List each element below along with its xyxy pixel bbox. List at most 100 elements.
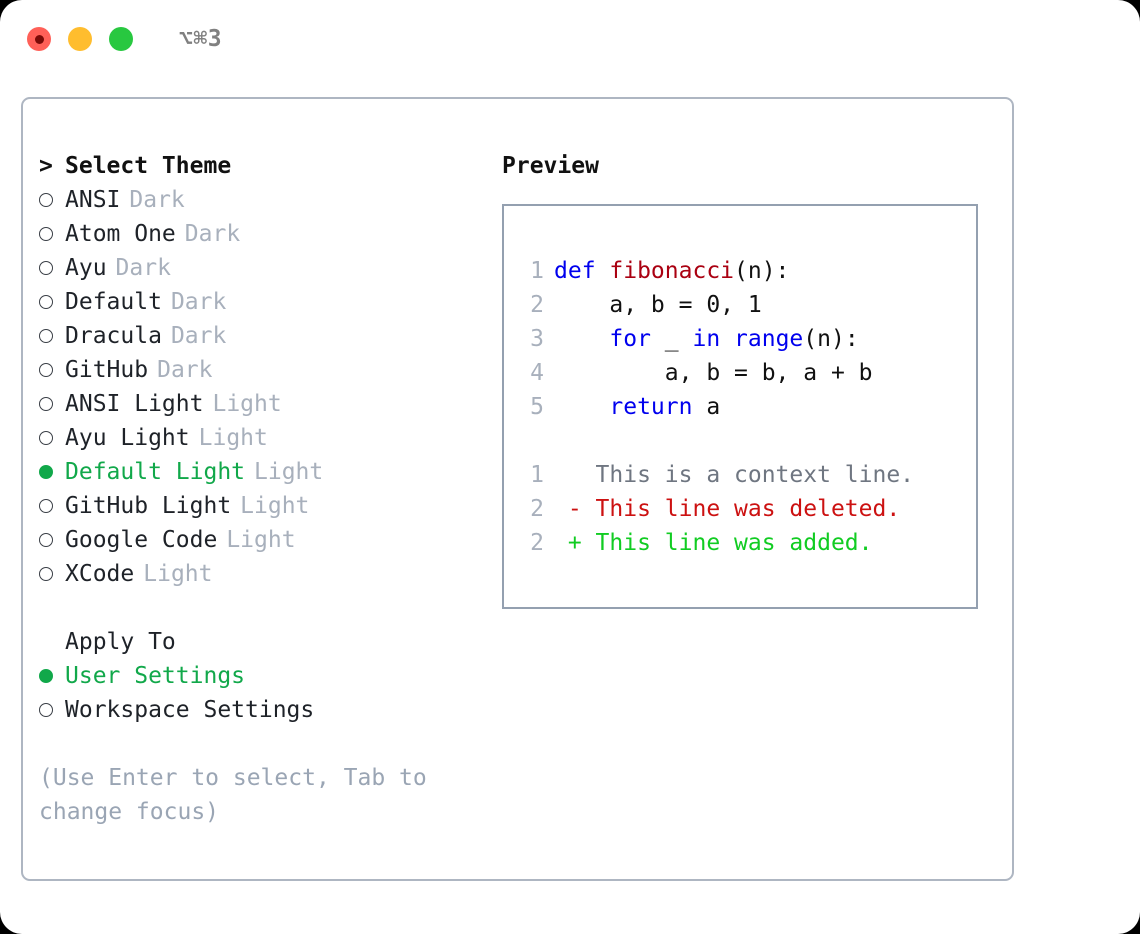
radio-dot-icon (39, 464, 53, 479)
radio-unselected-icon (39, 427, 65, 450)
code-token-text (554, 394, 609, 420)
apply-to-item-name: User Settings (65, 663, 246, 689)
radio-dot-icon (39, 566, 53, 581)
theme-item-name: Google Code (65, 527, 218, 553)
line-number: 1 (530, 258, 544, 284)
line-number: 2 (530, 292, 544, 318)
radio-dot-icon (39, 362, 53, 377)
radio-dot-icon (39, 668, 53, 683)
theme-item-name: XCode (65, 561, 135, 587)
radio-selected-icon (39, 665, 65, 688)
line-number: 4 (530, 360, 544, 386)
code-line: 5 return a (516, 390, 976, 424)
apply-to-item-name: Workspace Settings (65, 697, 315, 723)
diff-sample: 1 This is a context line.2 - This line w… (516, 458, 976, 560)
radio-dot-icon (39, 532, 53, 547)
radio-unselected-icon (39, 529, 65, 552)
theme-item-name: ANSI Light (65, 391, 204, 417)
code-token-del: - This line was deleted. (554, 496, 901, 522)
radio-dot-icon (39, 192, 53, 207)
theme-item-variant-tag: Light (240, 493, 310, 519)
line-number: 3 (530, 326, 544, 352)
theme-item-variant-tag: Dark (170, 289, 227, 315)
line-number: 1 (530, 462, 544, 488)
theme-item-ayu-light[interactable]: Ayu Light Light (39, 421, 499, 455)
radio-dot-icon (39, 498, 53, 513)
apply-to-item-user-settings[interactable]: User Settings (39, 659, 499, 693)
code-token-kw: return (609, 394, 693, 420)
preview-title: Preview (502, 153, 599, 179)
radio-selected-icon (39, 461, 65, 484)
code-line: 3 for _ in range(n): (516, 322, 976, 356)
radio-dot-icon (39, 328, 53, 343)
theme-item-default[interactable]: Default Dark (39, 285, 499, 319)
apply-to-marker-placeholder (39, 631, 65, 654)
select-theme-title: Select Theme (65, 153, 232, 179)
code-diff-spacer (516, 424, 976, 458)
radio-unselected-icon (39, 257, 65, 280)
theme-item-google-code[interactable]: Google Code Light (39, 523, 499, 557)
radio-unselected-icon (39, 223, 65, 246)
radio-unselected-icon (39, 325, 65, 348)
theme-item-variant-tag: Light (226, 527, 296, 553)
theme-item-variant-tag: Dark (184, 221, 241, 247)
theme-item-name: Dracula (65, 323, 162, 349)
line-number: 2 (530, 530, 544, 556)
code-token-kw: for (609, 326, 651, 352)
code-token-text: a, b = 0, 1 (554, 292, 762, 318)
maximize-button[interactable] (109, 27, 133, 51)
title-bar: ⌥⌘3 (0, 0, 1140, 78)
theme-item-variant-tag: Light (198, 425, 268, 451)
radio-dot-icon (39, 702, 53, 717)
radio-dot-icon (39, 226, 53, 241)
apply-to-header: Apply To (39, 625, 499, 659)
theme-item-name: Atom One (65, 221, 176, 247)
apply-to-item-workspace-settings[interactable]: Workspace Settings (39, 693, 499, 727)
radio-unselected-icon (39, 189, 65, 212)
theme-item-variant-tag: Dark (157, 357, 213, 383)
code-token-add: + This line was added. (554, 530, 873, 556)
code-token-kw: range (734, 326, 804, 352)
theme-item-name: Default (65, 289, 162, 315)
radio-dot-icon (39, 294, 53, 309)
diff-line: 2 + This line was added. (516, 526, 976, 560)
window-controls (27, 27, 133, 51)
keyboard-shortcut-label: ⌥⌘3 (179, 26, 223, 52)
code-line: 4 a, b = b, a + b (516, 356, 976, 390)
code-token-text (554, 326, 609, 352)
radio-unselected-icon (39, 359, 65, 382)
radio-unselected-icon (39, 699, 65, 722)
radio-unselected-icon (39, 495, 65, 518)
theme-item-atom-one[interactable]: Atom One Dark (39, 217, 499, 251)
theme-item-name: Ayu Light (65, 425, 190, 451)
code-token-text: _ (650, 326, 693, 352)
theme-item-variant-tag: Dark (115, 255, 171, 281)
close-button[interactable] (27, 27, 51, 51)
radio-unselected-icon (39, 563, 65, 586)
code-token-text: a, b = b, a + b (554, 360, 873, 386)
theme-item-variant-tag: Dark (129, 187, 185, 213)
theme-item-variant-tag: Light (254, 459, 324, 485)
apply-to-title: Apply To (65, 629, 176, 655)
code-token-text: (n): (734, 258, 790, 284)
minimize-button[interactable] (68, 27, 92, 51)
radio-dot-icon (39, 260, 53, 275)
prompt-caret-icon: > (39, 152, 53, 179)
